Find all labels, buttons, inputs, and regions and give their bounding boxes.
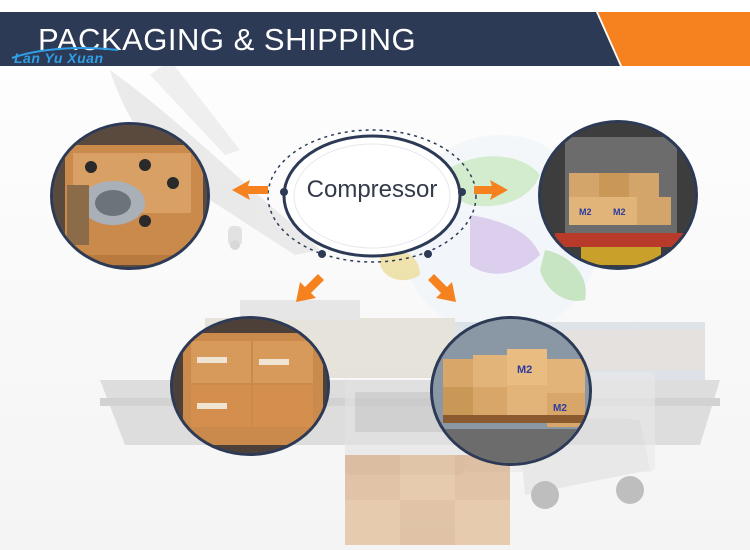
header-shape <box>0 12 750 66</box>
box-logo-4: M2 <box>553 403 567 414</box>
box-logo-3: M2 <box>517 364 532 376</box>
brand-swoosh-icon <box>11 47 119 59</box>
connector-dot-left <box>280 188 288 196</box>
arrow-left-icon <box>232 180 268 200</box>
connector-dot-right <box>458 188 466 196</box>
arrow-down-right-icon <box>428 274 456 302</box>
palletized-cartons-photo: M2 M2 <box>430 316 592 466</box>
arrow-right-icon <box>474 180 508 200</box>
box-logo-2: M2 <box>613 207 626 217</box>
arrow-down-left-icon <box>296 274 324 302</box>
cardboard-boxes-graphic <box>345 455 510 545</box>
sealed-cartons-in-box-photo <box>170 316 330 456</box>
page-title: PACKAGING & SHIPPING <box>38 22 417 57</box>
compressor-in-open-carton-photo <box>50 122 210 270</box>
product-label: Compressor <box>306 176 438 203</box>
box-logo-1: M2 <box>579 207 592 217</box>
connector-dot-bottom-left <box>318 250 326 258</box>
airplane-graphic <box>110 60 320 255</box>
dotted-ring <box>267 129 477 263</box>
header-banner: PACKAGING & SHIPPING <box>0 12 750 66</box>
loaded-shipping-container-photo: M2 M2 <box>538 120 698 270</box>
brand-watermark: Lan Yu Xuan <box>14 50 104 66</box>
connector-dot-bottom-right <box>424 250 432 258</box>
